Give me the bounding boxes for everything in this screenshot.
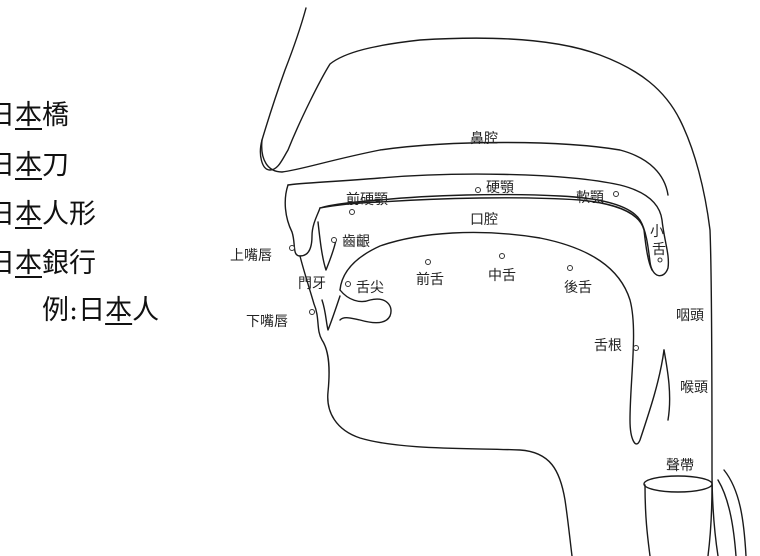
dot-hard-palate-front bbox=[349, 209, 355, 215]
dot-soft-palate bbox=[613, 191, 619, 197]
label-pharynx: 咽頭 bbox=[676, 308, 704, 324]
larynx-tube bbox=[644, 484, 651, 556]
larynx-tube-right bbox=[707, 484, 713, 556]
epiglottis-outline bbox=[663, 349, 671, 421]
label-vocal-cords: 聲帶 bbox=[666, 457, 694, 474]
dot-tongue-tip bbox=[345, 281, 351, 287]
label-lower-lip: 下嘴唇 bbox=[246, 314, 288, 330]
dot-tongue-back bbox=[567, 265, 573, 271]
palate-band bbox=[287, 173, 670, 277]
label-tongue-tip: 舌尖 bbox=[356, 280, 384, 296]
label-oral-cavity: 口腔 bbox=[470, 212, 498, 228]
tongue-outline bbox=[339, 231, 665, 445]
dot-uvula bbox=[657, 257, 663, 263]
label-hard-palate-front: 前硬顎 bbox=[346, 191, 388, 208]
label-tongue-middle: 中舌 bbox=[488, 268, 516, 284]
label-larynx: 喉頭 bbox=[680, 380, 708, 396]
label-tongue-root: 舌根 bbox=[594, 338, 622, 354]
tongue-tip bbox=[339, 289, 392, 324]
label-front-teeth: 門牙 bbox=[298, 276, 326, 292]
dot-tongue-middle bbox=[499, 253, 505, 259]
label-soft-palate: 軟顎 bbox=[576, 190, 604, 206]
nasal-cavity-outline bbox=[261, 139, 669, 196]
word-item-3: 日本人形 bbox=[0, 199, 96, 230]
word-example: 例:日本人 bbox=[42, 295, 160, 326]
word-item-2: 日本刀 bbox=[0, 150, 69, 181]
dot-alveolar bbox=[331, 237, 337, 243]
dot-hard-palate bbox=[475, 187, 481, 193]
dot-upper-lip bbox=[289, 245, 295, 251]
trachea-inner bbox=[717, 479, 737, 556]
label-tongue-back: 後舌 bbox=[564, 280, 592, 296]
word-item-1: 日本橋 bbox=[0, 100, 69, 131]
label-alveolar-ridge: 齒齦 bbox=[342, 234, 370, 250]
dot-lower-lip bbox=[309, 309, 315, 315]
label-uvula-bottom: 舌 bbox=[652, 242, 666, 258]
dot-tongue-front bbox=[425, 259, 431, 265]
label-uvula-top: 小 bbox=[650, 224, 664, 240]
dot-tongue-root bbox=[633, 345, 639, 351]
lower-teeth bbox=[321, 295, 341, 331]
upper-teeth bbox=[317, 221, 337, 271]
vocal-cords-ring bbox=[643, 475, 713, 493]
label-tongue-front: 前舌 bbox=[416, 271, 444, 288]
lower-lip-chin-outline bbox=[299, 255, 573, 556]
word-item-4: 日本銀行 bbox=[0, 248, 96, 279]
label-hard-palate: 硬顎 bbox=[486, 180, 514, 196]
trachea-right bbox=[723, 469, 747, 556]
palate-band-lower bbox=[319, 197, 653, 271]
label-upper-lip: 上嘴唇 bbox=[230, 248, 272, 264]
upper-lip-outline bbox=[284, 184, 321, 257]
label-nasal-cavity: 鼻腔 bbox=[470, 130, 498, 147]
